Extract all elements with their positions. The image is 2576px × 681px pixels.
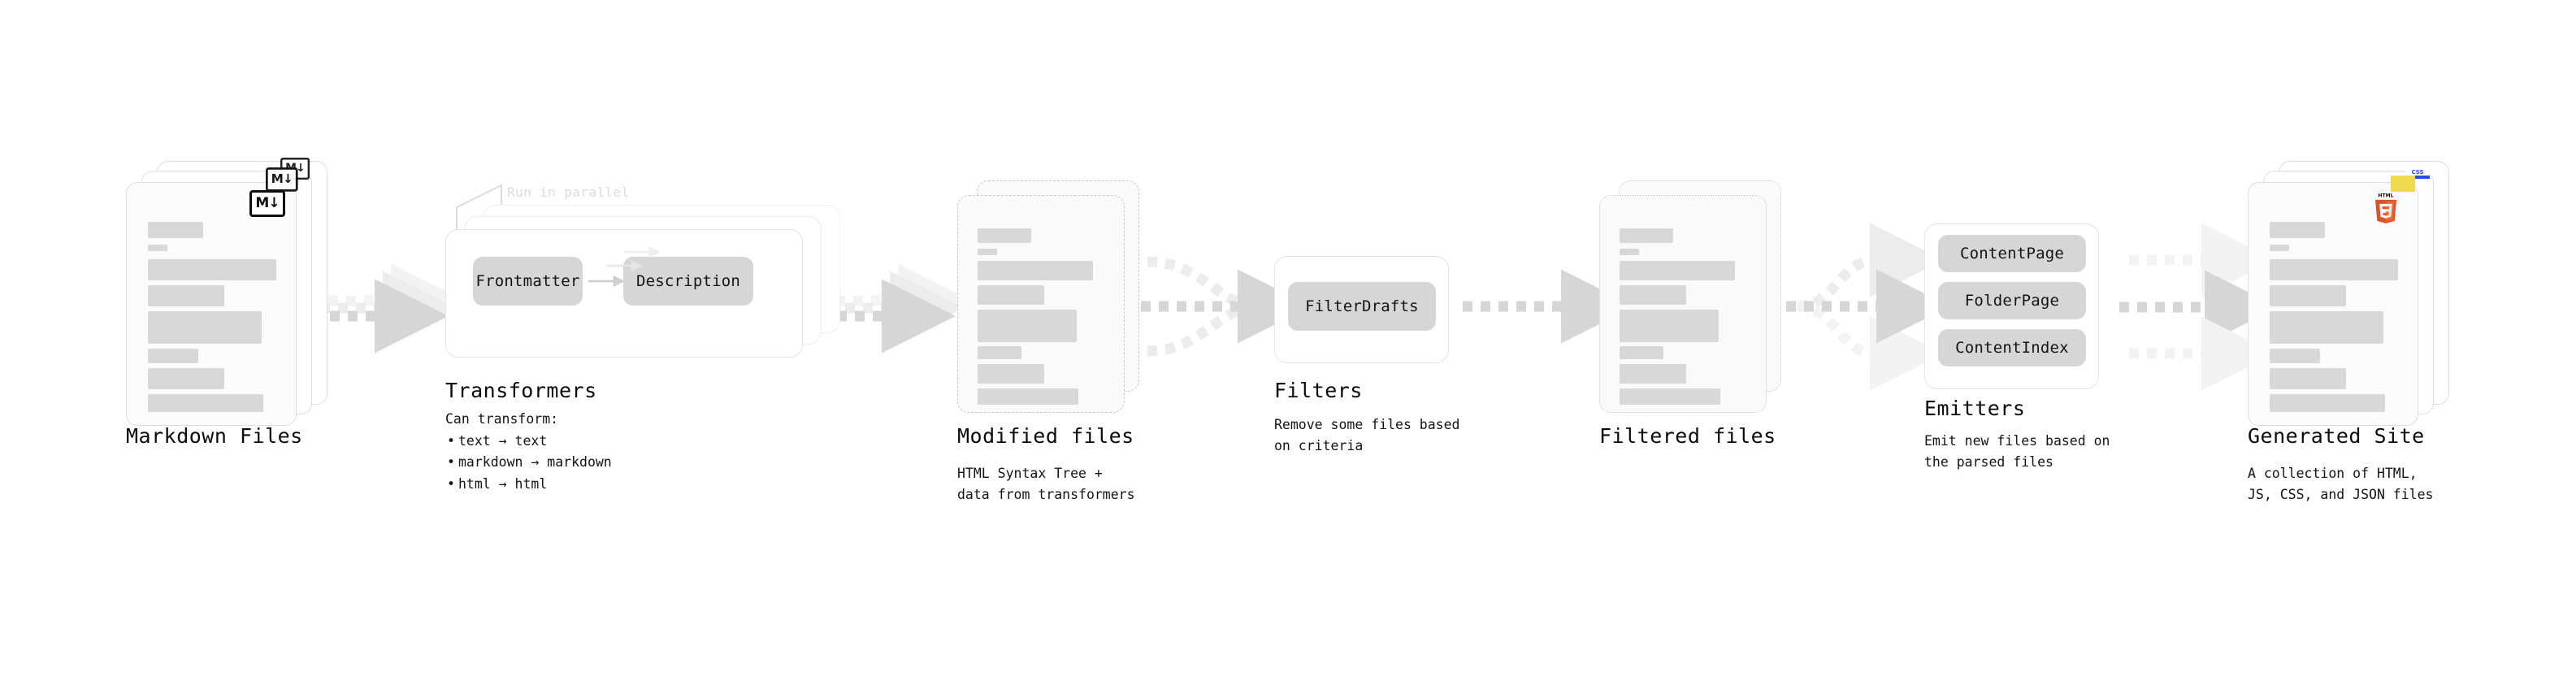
stage-desc-generated-site: A collection of HTML, JS, CSS, and JSON … — [2248, 466, 2434, 502]
filter-chip-filterdrafts[interactable]: FilterDrafts — [1288, 282, 1436, 331]
transformer-chip-frontmatter[interactable]: Frontmatter — [473, 257, 583, 306]
skeleton-row — [1620, 228, 1673, 243]
skeleton-row — [1620, 310, 1719, 342]
css-badge-icon: CSS — [2405, 164, 2430, 179]
stage-generated-site: CSS HTML — [2248, 161, 2459, 429]
transformers-bullet: markdown → markdown — [447, 452, 612, 474]
emitter-chip-contentindex[interactable]: ContentIndex — [1938, 329, 2086, 367]
transformers-bullet: html → html — [447, 474, 612, 496]
modified-card-front — [957, 195, 1125, 413]
stage-title-markdown-files: Markdown Files — [126, 424, 303, 448]
skeleton-row — [2270, 394, 2385, 412]
transformer-internal-arrows — [588, 245, 661, 288]
skeleton-row — [2270, 285, 2346, 306]
js-badge-icon — [2391, 176, 2415, 192]
skeleton-row — [148, 259, 276, 280]
stage-modified-files — [957, 180, 1152, 416]
stage-desc-filters: Remove some files based on criteria — [1274, 417, 1460, 453]
skeleton-row — [978, 261, 1093, 280]
html5-shield-icon: HTML — [2374, 193, 2397, 223]
run-in-parallel-label: Run in parallel — [507, 184, 630, 200]
skeleton-row — [1620, 249, 1639, 255]
skeleton-row — [1620, 285, 1686, 305]
skeleton-row — [148, 311, 262, 344]
transformers-bullet: text → text — [447, 431, 612, 453]
stage-title-generated-site: Generated Site — [2248, 424, 2425, 448]
stage-title-filters: Filters — [1274, 379, 1363, 402]
stage-desc-emitters: Emit new files based on the parsed files — [1924, 433, 2110, 470]
skeleton-row — [1620, 261, 1735, 280]
skeleton-row — [978, 388, 1078, 405]
skeleton-row — [2270, 245, 2289, 251]
skeleton-row — [978, 249, 997, 255]
skeleton-row — [148, 349, 198, 363]
transformers-description-heading: Can transform: — [445, 411, 559, 427]
emitter-chip-folderpage[interactable]: FolderPage — [1938, 282, 2086, 319]
skeleton-row — [148, 285, 224, 306]
stage-filters: FilterDrafts — [1274, 256, 1449, 363]
stage-title-transformers: Transformers — [445, 379, 597, 402]
stage-markdown-files: M↓ M↓ M↓ — [126, 158, 337, 429]
svg-text:HTML: HTML — [2378, 193, 2393, 199]
stage-emitters: ContentPage FolderPage ContentIndex — [1924, 223, 2099, 389]
skeleton-row — [1620, 388, 1720, 405]
markdown-badge-back-1: M↓ — [266, 167, 298, 192]
skeleton-row — [978, 310, 1077, 342]
stage-transformers: Frontmatter Description Frontmatter Desc… — [445, 205, 852, 367]
skeleton-row — [2270, 222, 2325, 238]
skeleton-row — [978, 346, 1021, 359]
skeleton-row — [148, 368, 224, 389]
stage-title-filtered-files: Filtered files — [1599, 424, 1776, 448]
skeleton-row — [978, 228, 1031, 243]
stage-title-modified-files: Modified files — [957, 424, 1134, 448]
html5-badge-icon: HTML — [2371, 192, 2400, 228]
skeleton-row — [1620, 346, 1663, 359]
skeleton-row — [148, 394, 263, 412]
connector-modified-to-filters — [1141, 256, 1312, 357]
skeleton-row — [2270, 311, 2383, 344]
stage-filtered-files — [1599, 180, 1794, 416]
markdown-card-front — [126, 182, 297, 426]
emitter-chip-contentpage[interactable]: ContentPage — [1938, 235, 2086, 272]
transformer-chip-description[interactable]: Description — [623, 257, 753, 306]
connector-emitters-to-site — [2119, 223, 2279, 391]
site-card-front — [2248, 182, 2418, 426]
markdown-badge-icon: M↓ — [249, 190, 285, 217]
skeleton-row — [978, 285, 1044, 305]
skeleton-row — [148, 222, 203, 238]
connector-filtered-to-emitters — [1786, 223, 1950, 391]
filtered-card-front — [1599, 195, 1767, 413]
skeleton-row — [2270, 368, 2346, 389]
skeleton-row — [2270, 259, 2398, 280]
stage-desc-modified-files: HTML Syntax Tree + data from transformer… — [957, 466, 1135, 502]
skeleton-row — [978, 364, 1044, 384]
transformers-description: Can transform: text → text markdown → ma… — [445, 409, 612, 496]
skeleton-row — [148, 245, 167, 251]
stage-title-emitters: Emitters — [1924, 397, 2026, 420]
skeleton-row — [1620, 364, 1686, 384]
skeleton-row — [2270, 349, 2320, 363]
